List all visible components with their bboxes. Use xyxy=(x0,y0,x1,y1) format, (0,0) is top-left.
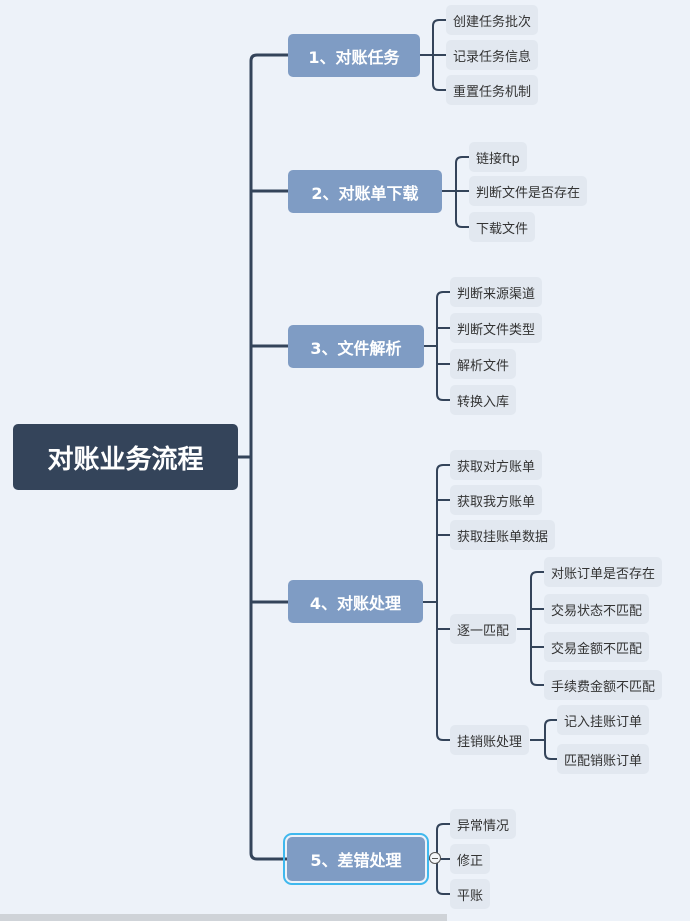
horizontal-scrollbar[interactable] xyxy=(0,914,447,921)
leaf-node[interactable]: 下载文件 xyxy=(469,212,536,242)
leaf-node[interactable]: 获取对方账单 xyxy=(450,450,543,480)
leaf-node[interactable]: 链接ftp xyxy=(469,142,527,172)
leaf-node[interactable]: 重置任务机制 xyxy=(446,75,539,105)
leaf-node[interactable]: 匹配销账订单 xyxy=(557,744,650,774)
leaf-node[interactable]: 获取我方账单 xyxy=(450,485,543,515)
leaf-node[interactable]: 交易金额不匹配 xyxy=(544,632,650,662)
leaf-node[interactable]: 异常情况 xyxy=(450,809,517,839)
leaf-node-match[interactable]: 逐一匹配 xyxy=(450,614,517,644)
root-node[interactable]: 对账业务流程 xyxy=(13,424,238,490)
leaf-node[interactable]: 转换入库 xyxy=(450,385,517,415)
leaf-node[interactable]: 判断来源渠道 xyxy=(450,277,543,307)
leaf-node[interactable]: 创建任务批次 xyxy=(446,5,539,35)
branch-node-1[interactable]: 1、对账任务 xyxy=(288,34,420,77)
leaf-node[interactable]: 记录任务信息 xyxy=(446,40,539,70)
branch-node-5[interactable]: 5、差错处理 xyxy=(283,833,429,885)
leaf-node[interactable]: 修正 xyxy=(450,844,491,874)
leaf-node[interactable]: 记入挂账订单 xyxy=(557,705,650,735)
branch-node-2[interactable]: 2、对账单下载 xyxy=(288,170,442,213)
connector-line xyxy=(249,53,288,861)
leaf-node[interactable]: 交易状态不匹配 xyxy=(544,594,650,624)
leaf-node[interactable]: 手续费金额不匹配 xyxy=(544,670,663,700)
leaf-node[interactable]: 平账 xyxy=(450,879,491,909)
leaf-node[interactable]: 判断文件类型 xyxy=(450,313,543,343)
leaf-node[interactable]: 对账订单是否存在 xyxy=(544,557,663,587)
branch-node-3[interactable]: 3、文件解析 xyxy=(288,325,424,368)
branch-node-4[interactable]: 4、对账处理 xyxy=(288,580,423,623)
connector-line xyxy=(544,719,557,760)
leaf-node-pending[interactable]: 挂销账处理 xyxy=(450,725,530,755)
connector-line xyxy=(530,571,544,686)
leaf-node[interactable]: 判断文件是否存在 xyxy=(469,176,588,206)
connector-line xyxy=(436,291,450,401)
leaf-node[interactable]: 获取挂账单数据 xyxy=(450,520,556,550)
connector-line xyxy=(436,464,450,741)
collapse-toggle-icon[interactable] xyxy=(429,852,441,864)
leaf-node[interactable]: 解析文件 xyxy=(450,349,517,379)
